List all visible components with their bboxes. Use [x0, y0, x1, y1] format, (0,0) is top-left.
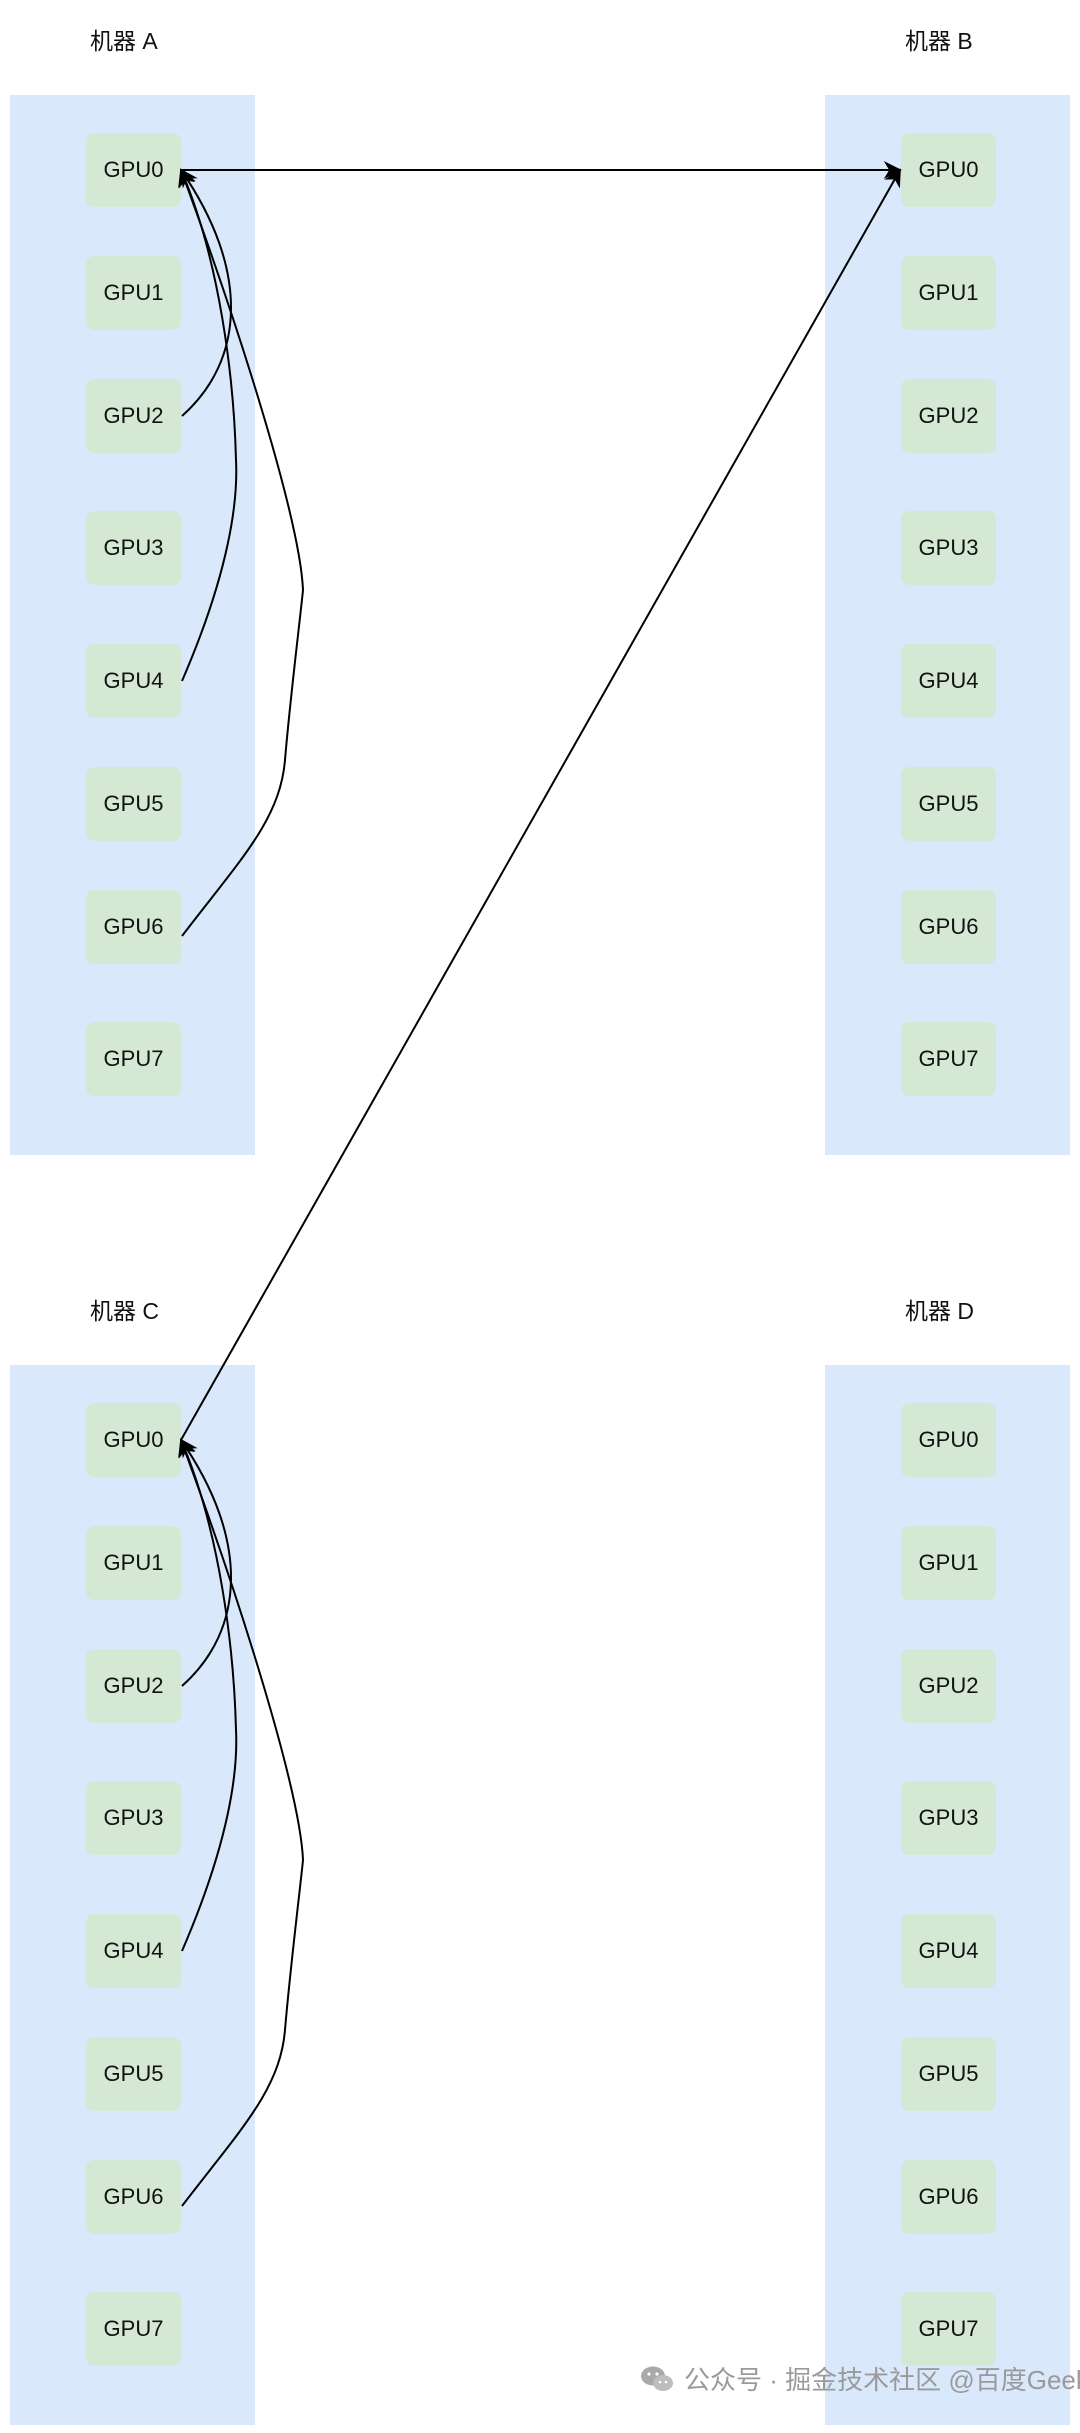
machine-a-gpu5: GPU5 — [86, 767, 181, 841]
machine-b-gpu0: GPU0 — [901, 133, 996, 207]
machine-a-gpu2: GPU2 — [86, 379, 181, 453]
watermark-text: 公众号 · 掘金技术社区 @百度Geek说 — [684, 2365, 1080, 2395]
wechat-icon — [641, 2366, 673, 2391]
machine-d-gpu6: GPU6 — [901, 2160, 996, 2234]
machine-a-gpu0: GPU0 — [86, 133, 181, 207]
machine-c-title: 机器 C — [90, 1298, 159, 1324]
machine-c-gpu0: GPU0 — [86, 1403, 181, 1477]
machine-b-gpu5: GPU5 — [901, 767, 996, 841]
machine-b-gpu3: GPU3 — [901, 511, 996, 585]
machine-c-gpu5: GPU5 — [86, 2037, 181, 2111]
machine-c-gpu7: GPU7 — [86, 2292, 181, 2366]
machine-a-gpu1: GPU1 — [86, 256, 181, 330]
machine-c-gpu1: GPU1 — [86, 1526, 181, 1600]
machine-c-gpu3: GPU3 — [86, 1781, 181, 1855]
machine-b-title: 机器 B — [905, 28, 973, 54]
machine-a-gpu4: GPU4 — [86, 644, 181, 718]
machine-c-gpu6: GPU6 — [86, 2160, 181, 2234]
machine-d-gpu4: GPU4 — [901, 1914, 996, 1988]
arrow-c-gpu0-to-b-gpu0 — [180, 168, 901, 1441]
machine-d-gpu3: GPU3 — [901, 1781, 996, 1855]
machine-a-gpu6: GPU6 — [86, 890, 181, 964]
machine-d-gpu7: GPU7 — [901, 2292, 996, 2366]
machine-a-gpu7: GPU7 — [86, 1022, 181, 1096]
machine-b-gpu7: GPU7 — [901, 1022, 996, 1096]
machine-b-gpu1: GPU1 — [901, 256, 996, 330]
machine-d-title: 机器 D — [905, 1298, 974, 1324]
machine-b-gpu6: GPU6 — [901, 890, 996, 964]
machine-a-title: 机器 A — [90, 28, 158, 54]
machine-c-panel — [10, 1365, 255, 2425]
machine-b-gpu4: GPU4 — [901, 644, 996, 718]
machine-d-gpu2: GPU2 — [901, 1649, 996, 1723]
machine-d-panel — [825, 1365, 1070, 2425]
watermark: 公众号 · 掘金技术社区 @百度Geek说 — [640, 2360, 1080, 2397]
machine-c-gpu2: GPU2 — [86, 1649, 181, 1723]
machine-b-gpu2: GPU2 — [901, 379, 996, 453]
machine-d-gpu0: GPU0 — [901, 1403, 996, 1477]
machine-a-gpu3: GPU3 — [86, 511, 181, 585]
machine-b-panel — [825, 95, 1070, 1155]
machine-d-gpu1: GPU1 — [901, 1526, 996, 1600]
machine-c-gpu4: GPU4 — [86, 1914, 181, 1988]
machine-d-gpu5: GPU5 — [901, 2037, 996, 2111]
machine-a-panel — [10, 95, 255, 1155]
